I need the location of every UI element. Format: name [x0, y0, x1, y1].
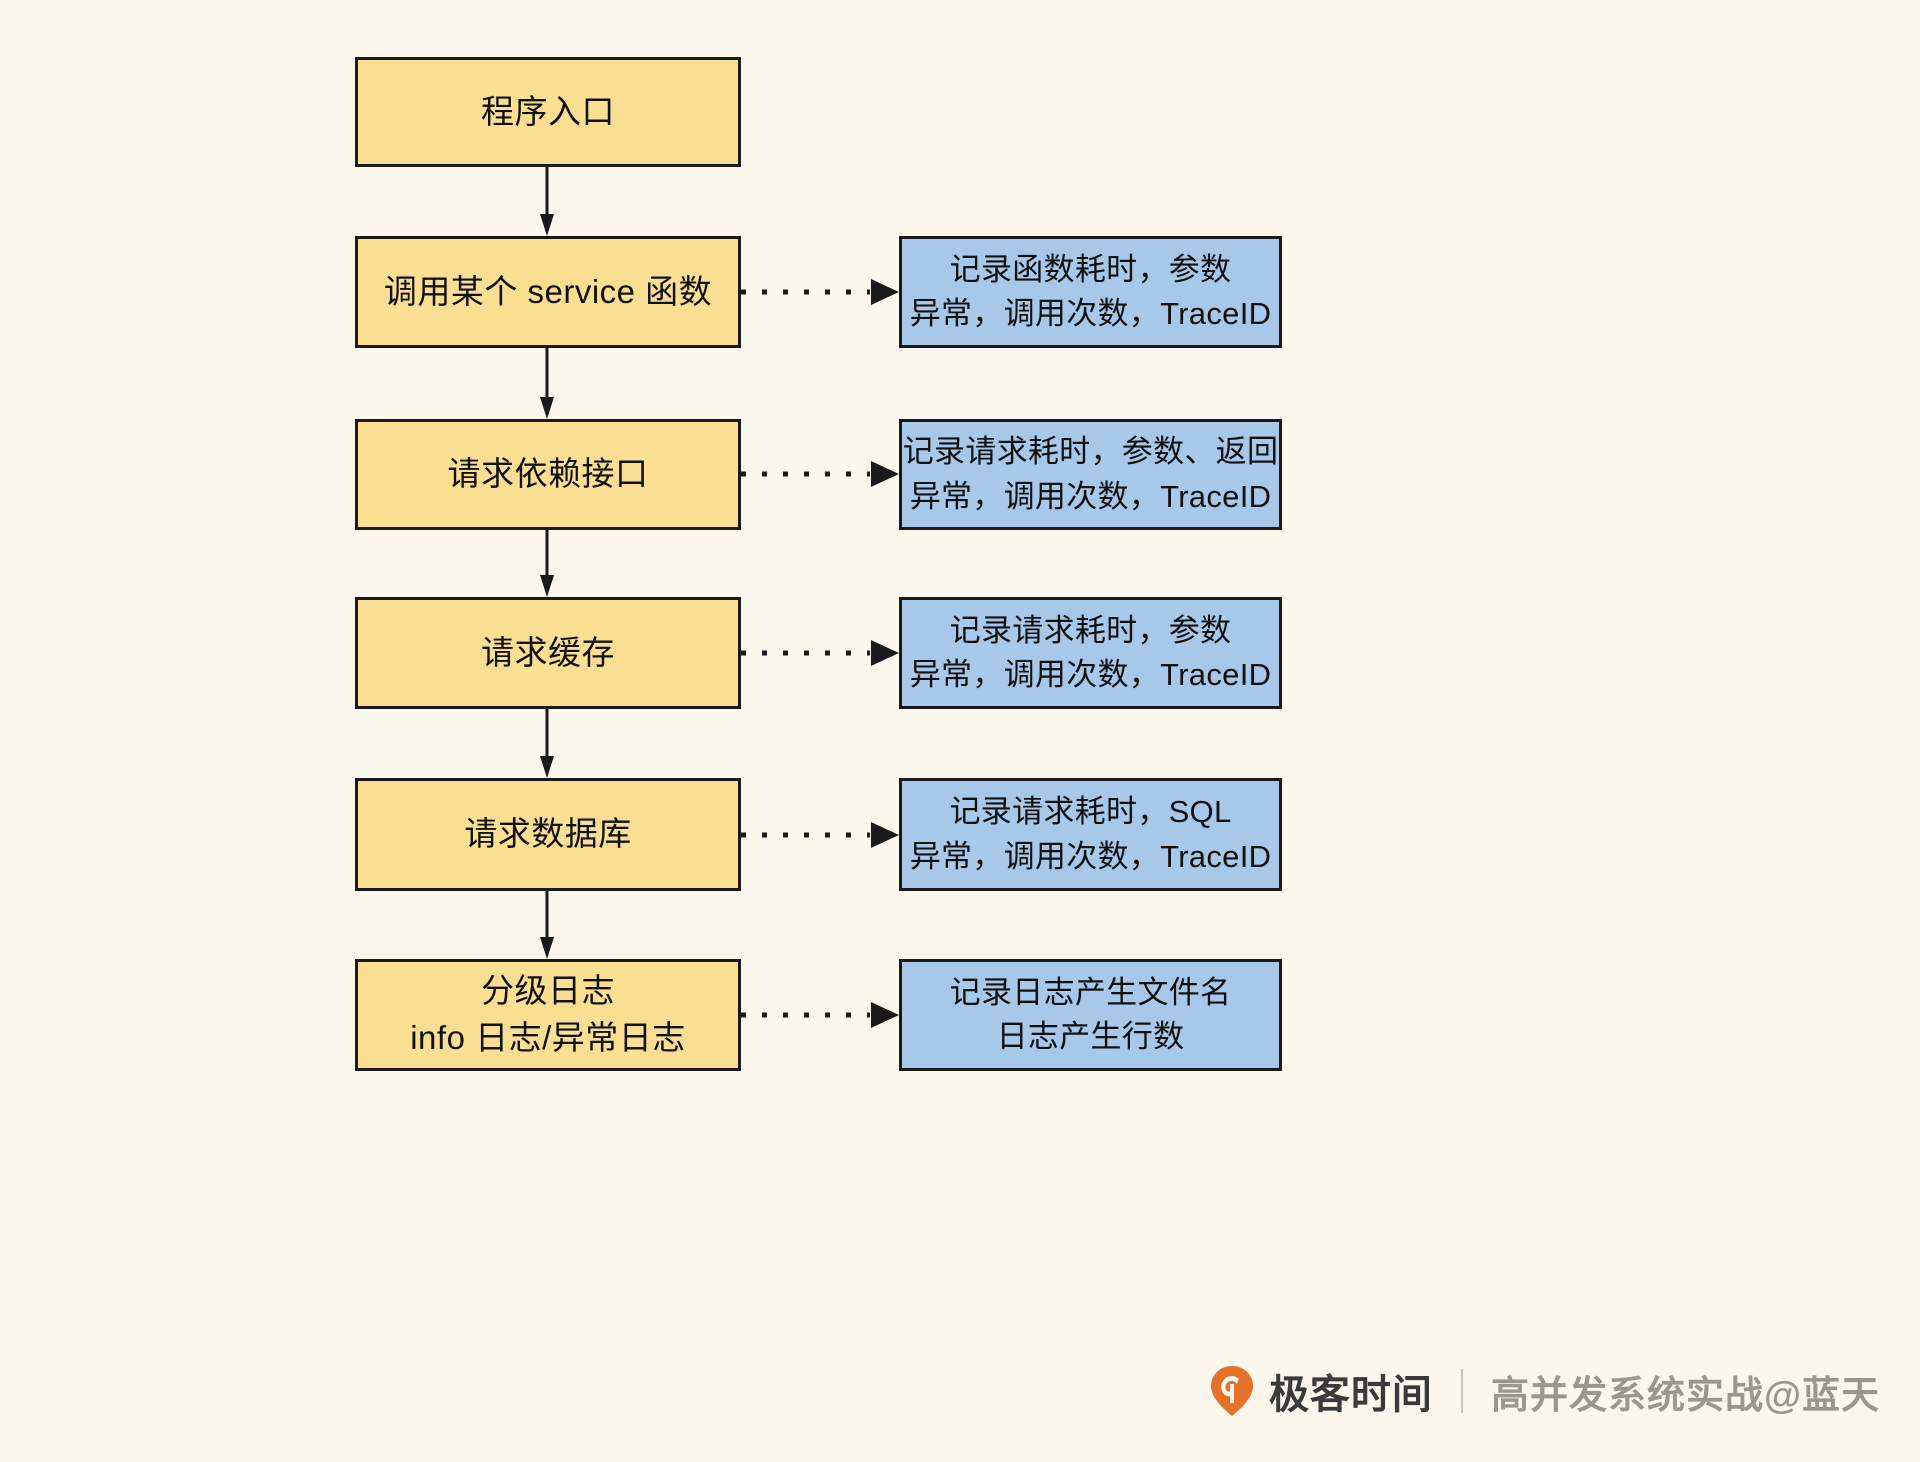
note-label-service-line-2: 异常，调用次数，TraceID — [909, 296, 1272, 331]
note-box-service[interactable]: 记录函数耗时，参数 异常，调用次数，TraceID — [899, 236, 1282, 348]
note-label-database-line-2: 异常，调用次数，TraceID — [909, 838, 1272, 874]
note-arrow-rpc — [741, 461, 901, 487]
note-arrow-log — [741, 1002, 901, 1028]
note-label-cache-line-1: 记录请求耗时，参数 — [949, 612, 1232, 648]
flow-arrow-database-to-log — [540, 891, 554, 959]
flow-arrow-rpc-to-cache — [540, 530, 554, 597]
step-label-service-line-1: 调用某个 service 函数 — [383, 272, 713, 310]
note-arrow-service — [741, 279, 901, 305]
flow-arrow-entry-to-service — [540, 167, 554, 236]
step-label-rpc-line-1: 请求依赖接口 — [447, 455, 649, 493]
step-label-log-line-2: info 日志/异常日志 — [410, 1019, 686, 1056]
step-label-database-line-1: 请求数据库 — [464, 815, 632, 853]
brand-name: 极客时间 — [1268, 1373, 1433, 1417]
step-box-service[interactable]: 调用某个 service 函数 — [355, 236, 741, 348]
note-label-log-line-2: 日志产生行数 — [996, 1019, 1185, 1054]
note-box-rpc[interactable]: 记录请求耗时，参数、返回 异常，调用次数，TraceID — [899, 419, 1282, 530]
note-label-database-line-1: 记录请求耗时，SQL — [949, 794, 1232, 830]
note-label-service-line-1: 记录函数耗时，参数 — [949, 251, 1232, 287]
step-box-database[interactable]: 请求数据库 — [355, 778, 741, 891]
note-box-cache[interactable]: 记录请求耗时，参数 异常，调用次数，TraceID — [899, 597, 1282, 709]
course-name: 高并发系统实战@蓝天 — [1490, 1374, 1880, 1417]
step-box-cache[interactable]: 请求缓存 — [355, 597, 741, 709]
note-box-log[interactable]: 记录日志产生文件名 日志产生行数 — [899, 959, 1282, 1071]
note-arrow-database — [741, 822, 901, 848]
step-box-log[interactable]: 分级日志 info 日志/异常日志 — [355, 959, 741, 1071]
step-box-entry[interactable]: 程序入口 — [355, 57, 741, 167]
note-label-cache-line-2: 异常，调用次数，TraceID — [909, 657, 1272, 692]
note-arrow-cache — [741, 640, 901, 666]
step-label-cache-line-1: 请求缓存 — [481, 633, 615, 671]
flow-arrow-service-to-rpc — [540, 348, 554, 419]
geek-time-pin-icon — [1209, 1365, 1255, 1417]
note-label-log-line-1: 记录日志产生文件名 — [949, 974, 1232, 1010]
footer-watermark: 极客时间 高并发系统实战@蓝天 — [1209, 1362, 1880, 1420]
flow-arrow-cache-to-database — [540, 709, 554, 778]
note-label-rpc-line-1: 记录请求耗时，参数、返回 — [902, 434, 1279, 470]
step-box-rpc[interactable]: 请求依赖接口 — [355, 419, 741, 530]
note-label-rpc-line-2: 异常，调用次数，TraceID — [909, 478, 1272, 514]
step-label-entry-line-1: 程序入口 — [481, 92, 615, 130]
note-box-database[interactable]: 记录请求耗时，SQL 异常，调用次数，TraceID — [899, 778, 1282, 891]
footer-divider — [1460, 1369, 1463, 1413]
step-label-log-line-1: 分级日志 — [481, 972, 615, 1010]
